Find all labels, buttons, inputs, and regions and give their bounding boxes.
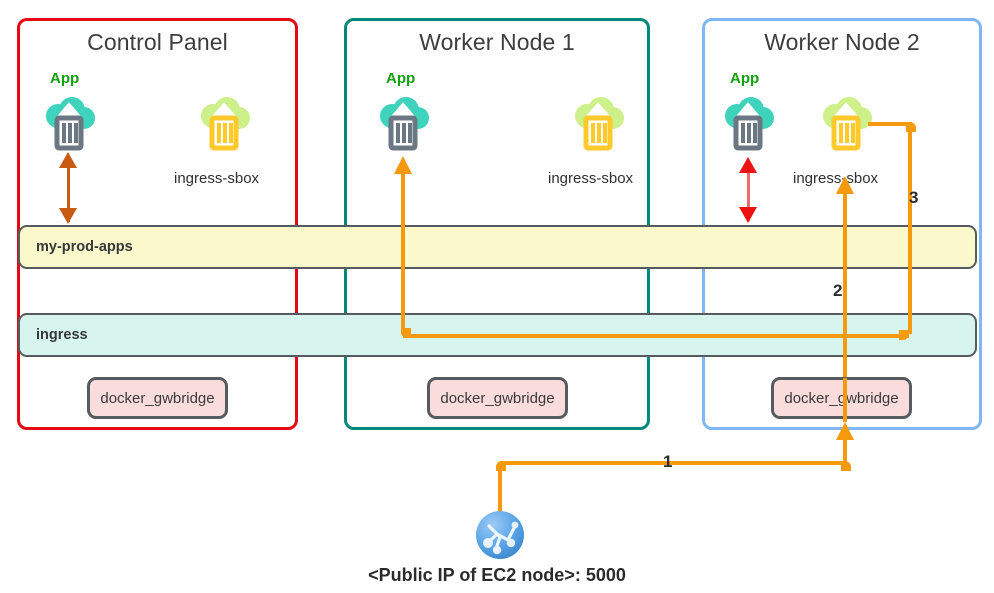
sbox-label-worker-node-1: ingress-sbox: [548, 170, 634, 187]
flow3-corner-bottomleft: [401, 328, 411, 338]
flow1-seg-up-to-gwbridge: [843, 438, 847, 465]
node-worker-node-1: Worker Node 1: [344, 18, 650, 430]
flow3-seg-vertical-down: [908, 126, 912, 334]
gwbridge-label-control-panel: docker_gwbridge: [100, 389, 215, 407]
node-control-panel: Control Panel: [17, 18, 298, 430]
app-icon-worker-node-2: [717, 92, 779, 154]
flow2-seg-over-gwbridge: [843, 378, 847, 419]
network-bar-my-prod-apps: my-prod-apps: [18, 225, 977, 269]
sbox-icon-control-panel: [193, 92, 255, 154]
gwbridge-worker-node-1: docker_gwbridge: [427, 377, 568, 419]
flow-step-label-3: 3: [909, 188, 919, 207]
public-endpoint-caption: <Public IP of EC2 node>: 5000: [368, 565, 626, 585]
flow2-arrowhead: [836, 176, 854, 194]
flow2-seg-vertical: [843, 192, 847, 422]
app-label-worker-node-1: App: [386, 70, 416, 87]
network-label-ingress: ingress: [36, 327, 88, 343]
flow1-seg-horizontal: [500, 461, 847, 465]
flow3-seg-vertical-up: [401, 172, 405, 334]
app-label-control-panel: App: [50, 70, 80, 87]
globe-network-icon: [475, 510, 525, 560]
sbox-icon-worker-node-1: [567, 92, 629, 154]
gwbridge-control-panel: docker_gwbridge: [87, 377, 228, 419]
sbox-label-control-panel: ingress-sbox: [174, 170, 260, 187]
flow1-corner-right: [841, 461, 851, 471]
network-label-my-prod-apps: my-prod-apps: [36, 239, 133, 255]
flow1-arrowhead: [836, 422, 854, 440]
flow3-seg-top-horizontal: [868, 122, 912, 126]
bidi-arrow-worker-node-2-up-head: [739, 157, 757, 173]
bidi-arrow-worker-node-2-down-head: [739, 207, 757, 223]
app-icon-control-panel: [38, 92, 100, 154]
bidi-arrow-worker-node-2: [747, 163, 750, 221]
flow-step-label-1: 1: [663, 452, 673, 471]
flow3-seg-ingress-horizontal: [403, 334, 909, 338]
bidi-arrow-control-panel: [67, 158, 70, 222]
bidi-arrow-control-panel-down-head: [59, 208, 77, 224]
node-title-control-panel: Control Panel: [87, 29, 228, 55]
sbox-label-worker-node-2: ingress-sbox: [793, 170, 879, 187]
flow3-arrowhead: [394, 156, 412, 174]
node-title-worker-node-1: Worker Node 1: [419, 29, 575, 55]
flow1-seg-client-vertical: [498, 465, 502, 515]
gwbridge-worker-node-2: docker_gwbridge: [771, 377, 912, 419]
gwbridge-label-worker-node-1: docker_gwbridge: [440, 389, 555, 407]
flow-step-label-2: 2: [833, 281, 843, 300]
app-icon-worker-node-1: [372, 92, 434, 154]
bidi-arrow-control-panel-up-head: [59, 152, 77, 168]
flow1-corner-left: [496, 461, 506, 471]
node-title-worker-node-2: Worker Node 2: [764, 29, 920, 55]
gwbridge-label-worker-node-2: docker_gwbridge: [784, 389, 899, 407]
app-label-worker-node-2: App: [730, 70, 760, 87]
sbox-icon-worker-node-2: [815, 92, 877, 154]
